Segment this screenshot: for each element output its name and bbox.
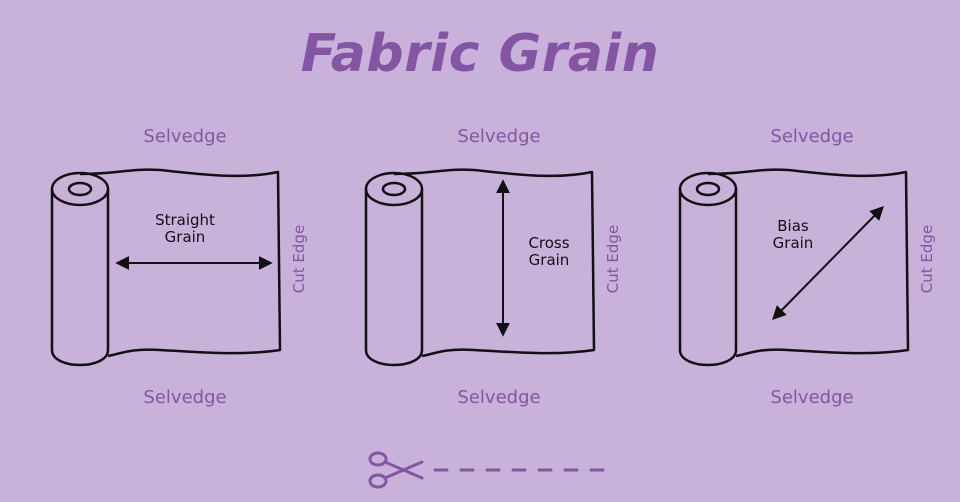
selvedge-bottom-2: Selvedge (457, 387, 541, 408)
fabric-roll-2 (364, 168, 596, 367)
selvedge-top-3: Selvedge (770, 126, 854, 147)
page-title: Fabric Grain (300, 24, 660, 84)
grain-label-1-line1: Straight (155, 211, 215, 229)
selvedge-bottom-3: Selvedge (770, 387, 854, 408)
grain-label-2-line2: Grain (528, 251, 570, 269)
bias-grain-arrow (772, 206, 884, 320)
selvedge-bottom-1: Selvedge (143, 387, 227, 408)
grain-label-1-line2: Grain (164, 228, 206, 246)
scissors-icon (368, 451, 424, 489)
grain-label-1: Straight Grain (140, 212, 230, 246)
fabric-roll-3 (678, 168, 910, 367)
selvedge-top-2: Selvedge (457, 126, 541, 147)
fabric-roll-1 (50, 168, 282, 367)
selvedge-top-1: Selvedge (143, 126, 227, 147)
grain-label-2-line1: Cross (528, 234, 570, 252)
grain-label-2: Cross Grain (504, 235, 594, 269)
